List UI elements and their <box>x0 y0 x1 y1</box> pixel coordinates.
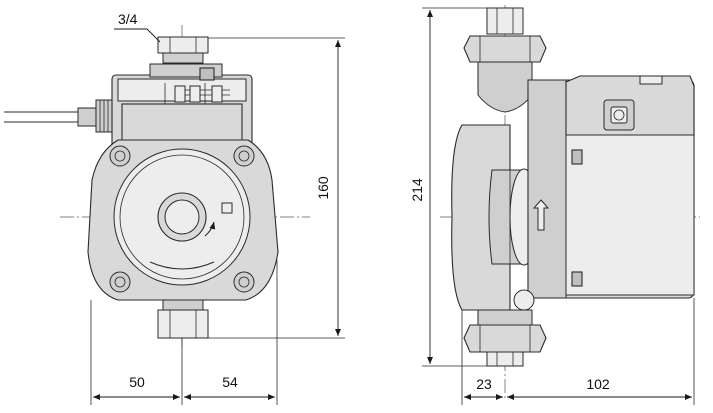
depth-front-label: 23 <box>476 376 492 392</box>
dimension-214 <box>422 7 487 367</box>
dimension-50-54 <box>90 260 278 405</box>
outlet-fitting-top <box>157 36 209 64</box>
thread-size-label: 3/4 <box>118 11 138 27</box>
side-pump-housing <box>451 124 539 311</box>
side-top-pipe <box>486 7 524 35</box>
front-view: 3/4 160 50 54 <box>4 11 345 405</box>
side-top-union-nut <box>463 35 547 63</box>
side-view: 214 23 102 <box>409 5 700 405</box>
side-bottom-union-nut <box>463 324 547 353</box>
inlet-fitting-bottom <box>157 299 209 339</box>
side-drain-plug <box>513 289 535 311</box>
width-left-label: 50 <box>129 374 145 390</box>
height-side-label: 214 <box>409 178 425 202</box>
thread-leader-line <box>114 28 161 43</box>
side-bottom-neck <box>477 309 533 326</box>
height-front-label: 160 <box>315 176 331 200</box>
pump-housing-front <box>87 139 279 301</box>
power-cable <box>4 99 113 133</box>
terminal-box <box>111 63 253 148</box>
dimension-23-102 <box>461 298 695 405</box>
depth-motor-label: 102 <box>586 376 610 392</box>
side-top-neck <box>477 61 533 113</box>
side-terminal-box <box>565 75 695 136</box>
side-bottom-pipe <box>486 351 524 367</box>
width-right-label: 54 <box>222 374 238 390</box>
dimension-160 <box>208 37 345 339</box>
